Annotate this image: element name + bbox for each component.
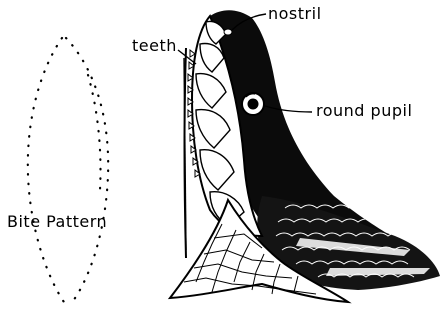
bite-pattern-outline bbox=[28, 38, 108, 305]
round-pupil-label: round pupil bbox=[316, 102, 412, 120]
nostril-label: nostril bbox=[268, 5, 322, 23]
teeth-label: teeth bbox=[132, 37, 177, 55]
bite-pattern-label: Bite Pattern bbox=[7, 213, 107, 231]
bite-outline-inner bbox=[88, 75, 101, 190]
bite-outline-right bbox=[66, 38, 108, 305]
snake-eye bbox=[242, 93, 264, 115]
snake-nostril bbox=[224, 29, 232, 35]
bite-outline-left bbox=[28, 38, 66, 305]
round-pupil bbox=[248, 99, 259, 110]
